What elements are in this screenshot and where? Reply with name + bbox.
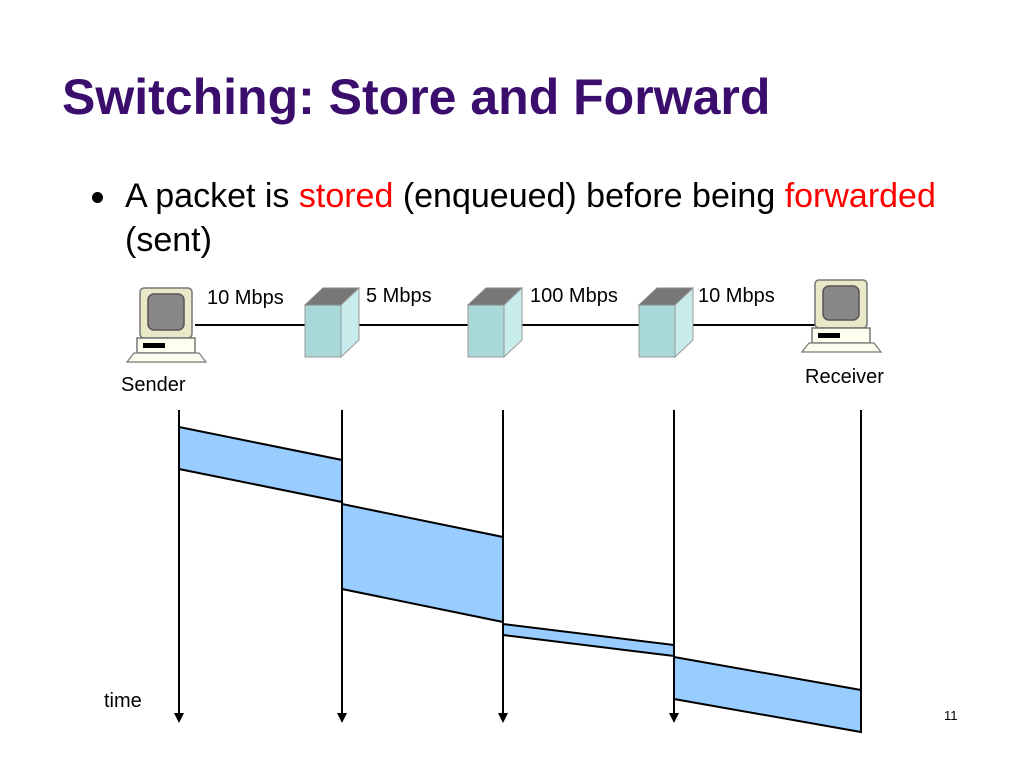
bullet-middle: (enqueued) before being [393, 177, 785, 215]
link-label-2: 5 Mbps [366, 285, 432, 307]
stored-term: stored [298, 177, 394, 215]
switch-1-icon [303, 286, 361, 359]
bullet-prefix: A packet is [125, 177, 299, 215]
forwarded-term: forwarded [784, 177, 936, 215]
slide-title: Switching: Store and Forward [62, 69, 771, 125]
page-number: 11 [944, 708, 958, 723]
sender-label: Sender [121, 374, 186, 396]
packet-band-hop-1 [178, 425, 343, 504]
bullet-suffix: (sent) [125, 221, 212, 259]
switch-3-icon [637, 286, 695, 359]
bullet-text: A packet is stored (enqueued) before bei… [125, 174, 945, 262]
receiver-computer-icon [800, 279, 883, 353]
link-label-4: 10 Mbps [698, 285, 775, 307]
packet-band-hop-3 [502, 622, 675, 658]
bullet-marker [92, 192, 103, 203]
receiver-label: Receiver [805, 366, 884, 388]
packet-band-hop-4 [673, 655, 862, 734]
sender-computer-icon [125, 287, 208, 363]
link-label-3: 100 Mbps [530, 285, 618, 307]
switch-2-icon [466, 286, 524, 359]
link-label-1: 10 Mbps [207, 287, 284, 309]
time-label: time [104, 690, 142, 712]
packet-band-hop-2 [341, 502, 504, 624]
